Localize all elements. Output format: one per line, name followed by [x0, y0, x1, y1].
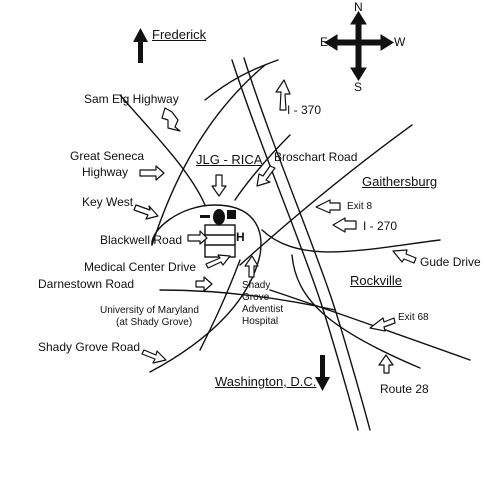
- great-seneca-label-1: Great Seneca: [70, 149, 145, 163]
- i270-pointer-icon: [332, 217, 357, 233]
- hospital-marker-icon: H: [236, 230, 245, 244]
- umd-label-2: (at Shady Grove): [116, 317, 193, 328]
- jlg-rica-label: JLG - RICA: [196, 152, 263, 167]
- gude-pointer-icon: [392, 249, 417, 264]
- shady-grove-road-label: Shady Grove Road: [38, 340, 141, 354]
- gaithersburg-connector: [239, 124, 413, 266]
- i270-label: I - 270: [363, 219, 398, 233]
- compass-n-label: N: [354, 0, 363, 14]
- great-seneca-pointer-icon: [139, 165, 165, 181]
- compass-s-label: S: [354, 80, 363, 94]
- washington-label: Washington, D.C.: [215, 374, 317, 389]
- jlg-rica-marker: [200, 209, 236, 225]
- exit68-pointer-icon: [369, 317, 396, 332]
- gude-drive-road: [261, 229, 441, 253]
- i270-road-west-edge: [231, 59, 359, 431]
- darnestown-road: [159, 289, 336, 311]
- i370-pointer-icon: [275, 79, 291, 111]
- i270-road-east-edge: [243, 57, 371, 431]
- route28-label: Route 28: [380, 382, 429, 396]
- hospital-label-2: Grove: [242, 292, 270, 303]
- gaithersburg-label: Gaithersburg: [362, 174, 438, 189]
- great-seneca-label-2: Highway: [82, 165, 129, 179]
- i370-road: [204, 59, 279, 101]
- blackwell-label: Blackwell Road: [100, 233, 183, 247]
- gude-label: Gude Drive: [420, 255, 481, 269]
- sam-eig-road: [151, 64, 266, 246]
- darnestown-pointer-icon: [195, 276, 213, 292]
- blackwell-pointer-icon: [187, 230, 208, 245]
- route28-road: [269, 289, 471, 361]
- route28-pointer-icon: [378, 354, 394, 374]
- key-west-pointer-icon: [133, 204, 159, 220]
- exit68-label: Exit 68: [398, 312, 429, 323]
- compass-rose-icon: [324, 11, 394, 81]
- hospital-label-1: Shady: [242, 280, 271, 291]
- campus-block: [204, 224, 236, 258]
- frederick-label: Frederick: [152, 27, 207, 42]
- hospital-label-3: Adventist: [242, 304, 284, 315]
- compass-e-label: E: [320, 35, 329, 49]
- darnestown-label: Darnestown Road: [38, 277, 135, 291]
- broschart-road: [234, 134, 291, 201]
- umd-label-1: University of Maryland: [100, 305, 199, 316]
- exit8-pointer-icon: [315, 199, 341, 214]
- sam-eig-label: Sam Eig Highway: [84, 92, 179, 106]
- south-direction-arrow: [315, 355, 330, 391]
- medical-center-label: Medical Center Drive: [84, 260, 197, 274]
- north-direction-arrow: [133, 28, 148, 63]
- shady-grove-road-line: [199, 259, 241, 351]
- great-seneca-road: [119, 94, 206, 206]
- exit8-label: Exit 8: [347, 201, 373, 212]
- rockville-label: Rockville: [350, 273, 403, 288]
- hospital-pointer-icon: [244, 255, 259, 278]
- i370-label: I - 370: [287, 103, 322, 117]
- key-west-label: Key West: [82, 195, 134, 209]
- broschart-pointer-icon: [256, 165, 276, 187]
- compass-w-label: W: [394, 35, 406, 49]
- medical-center-pointer-icon: [205, 254, 231, 269]
- sam-eig-pointer-icon: [161, 107, 181, 132]
- jlg-pointer-icon: [211, 174, 227, 197]
- route28-south: [291, 254, 421, 369]
- hospital-label-4: Hospital: [242, 316, 279, 327]
- broschart-label: Broschart Road: [274, 150, 358, 164]
- key-west-road: [149, 204, 262, 373]
- shady-grove-pointer-icon: [141, 349, 167, 364]
